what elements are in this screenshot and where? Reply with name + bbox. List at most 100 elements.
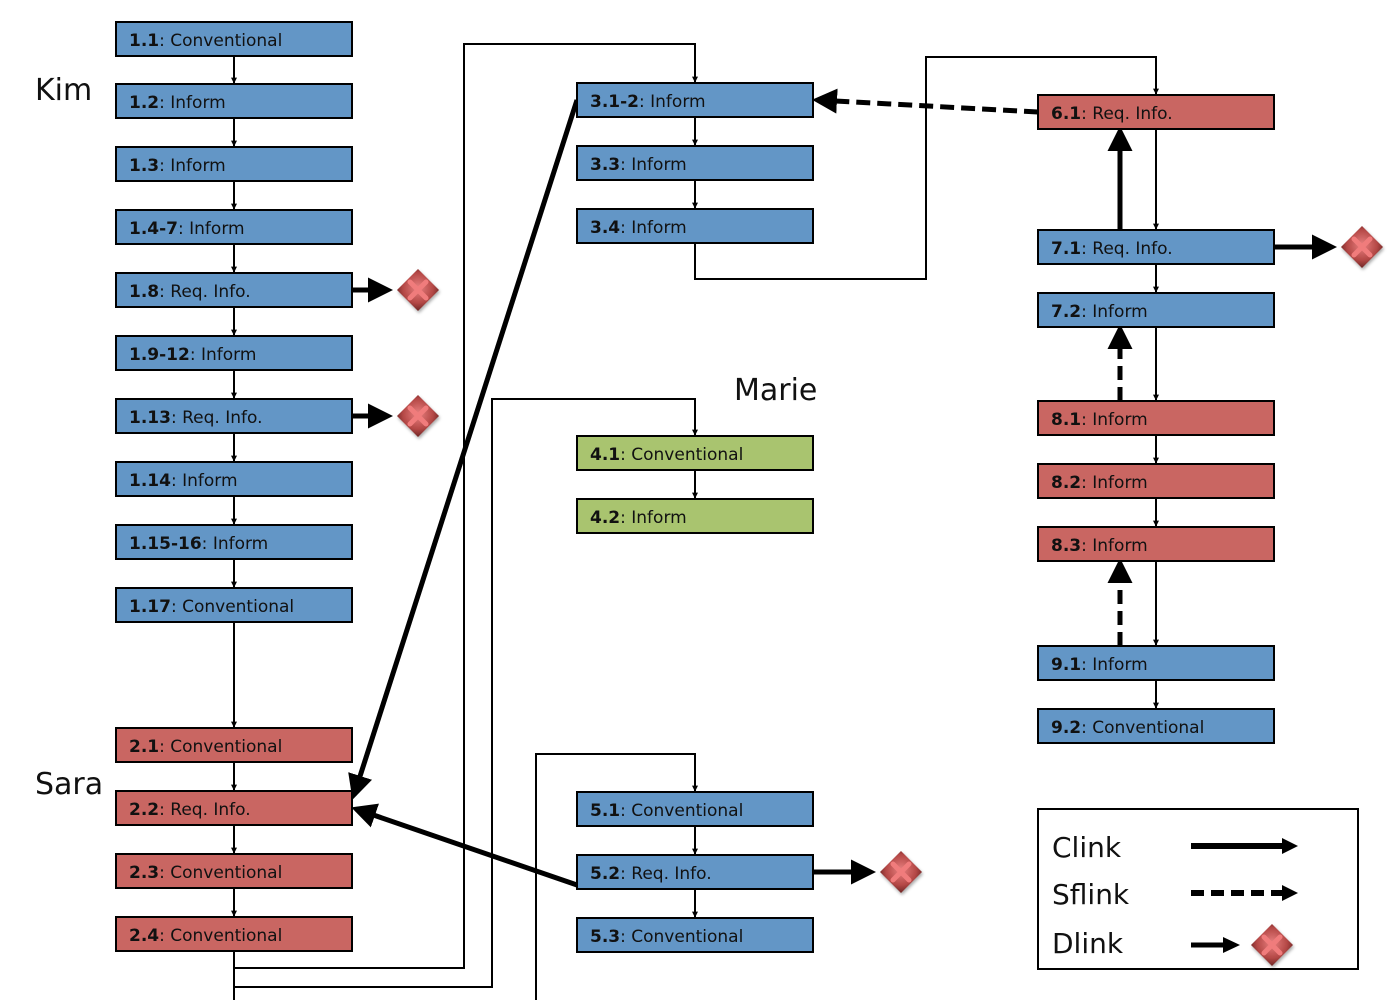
node-box: [115, 335, 353, 371]
legend-box: [1037, 808, 1359, 970]
node-id: 1.15-16: [129, 534, 202, 554]
node-separator: :: [159, 926, 170, 946]
node-type: Conventional: [182, 597, 294, 617]
dlink-x-icon: [397, 269, 439, 311]
node-id: 1.9-12: [129, 345, 190, 365]
node-type: Inform: [201, 345, 256, 365]
node-separator: :: [159, 93, 170, 113]
dlink-x-icon: [1251, 924, 1293, 966]
node-id: 2.3: [129, 863, 159, 883]
node-separator: :: [190, 345, 201, 365]
node-5-3: 5.3: Conventional: [576, 917, 814, 953]
node-id: 1.1: [129, 31, 159, 51]
node-id: 2.2: [129, 800, 159, 820]
node-1-13: 1.13: Req. Info.: [115, 398, 353, 434]
node-id: 5.2: [590, 864, 620, 884]
sflink-arrow: [812, 88, 1039, 115]
node-id: 3.1-2: [590, 92, 639, 112]
node-1-17: 1.17: Conventional: [115, 587, 353, 623]
clink-arrow: [348, 99, 580, 800]
node-box: [576, 208, 814, 244]
node-id: 1.17: [129, 597, 171, 617]
node-separator: :: [620, 927, 631, 947]
thread-connector: [233, 753, 695, 1000]
node-box: [115, 209, 353, 245]
node-1-2: 1.2: Inform: [115, 83, 353, 119]
node-label: 9.1: Inform: [1051, 655, 1148, 675]
node-separator: :: [171, 597, 182, 617]
node-separator: :: [159, 31, 170, 51]
node-box: [1037, 94, 1275, 130]
node-label: 2.1: Conventional: [129, 737, 282, 757]
node-separator: :: [1081, 410, 1092, 430]
node-box: [115, 272, 353, 308]
node-type: Req. Info.: [1092, 104, 1172, 124]
legend-label-dlink: Dlink: [1052, 927, 1124, 960]
node-box: [115, 83, 353, 119]
node-label: 3.3: Inform: [590, 155, 687, 175]
node-box: [576, 917, 814, 953]
node-label: 3.1-2: Inform: [590, 92, 706, 112]
node-box: [1037, 400, 1275, 436]
node-label: 5.1: Conventional: [590, 801, 743, 821]
node-separator: :: [202, 534, 213, 554]
node-box: [576, 145, 814, 181]
node-separator: :: [171, 408, 182, 428]
node-label: 6.1: Req. Info.: [1051, 104, 1173, 124]
person-label-kim: Kim: [35, 73, 92, 108]
dlink-x-icon: [1341, 226, 1383, 268]
node-box: [115, 21, 353, 57]
node-separator: :: [159, 800, 170, 820]
clink-arrow: [351, 803, 578, 888]
node-box: [115, 461, 353, 497]
node-1-4-7: 1.4-7: Inform: [115, 209, 353, 245]
node-id: 4.2: [590, 508, 620, 528]
node-separator: :: [620, 155, 631, 175]
person-label-layer: Kim Sara Marie: [35, 73, 817, 802]
node-8-2: 8.2: Inform: [1037, 463, 1275, 499]
node-type: Inform: [631, 155, 686, 175]
node-2-1: 2.1: Conventional: [115, 727, 353, 763]
node-type: Inform: [213, 534, 268, 554]
connector-layer: [231, 43, 1159, 1000]
node-type: Inform: [1092, 536, 1147, 556]
node-9-2: 9.2: Conventional: [1037, 708, 1275, 744]
node-label: 2.2: Req. Info.: [129, 800, 251, 820]
legend-clink-arrowhead: [1282, 838, 1298, 854]
node-label: 1.14: Inform: [129, 471, 238, 491]
node-type: Inform: [189, 219, 244, 239]
node-type: Req. Info.: [631, 864, 711, 884]
node-type: Inform: [1092, 473, 1147, 493]
thread-connector: [233, 43, 698, 969]
node-type: Inform: [631, 508, 686, 528]
node-7-1: 7.1: Req. Info.: [1037, 229, 1275, 265]
node-box: [1037, 708, 1275, 744]
node-id: 3.3: [590, 155, 620, 175]
node-box: [1037, 526, 1275, 562]
node-type: Inform: [631, 218, 686, 238]
node-separator: :: [159, 737, 170, 757]
legend: Clink Sflink Dlink: [1037, 808, 1359, 970]
node-type: Conventional: [631, 927, 743, 947]
node-5-2: 5.2: Req. Info.: [576, 854, 814, 890]
node-type: Req. Info.: [1092, 239, 1172, 259]
node-separator: :: [159, 156, 170, 176]
node-box: [1037, 463, 1275, 499]
node-type: Inform: [650, 92, 705, 112]
node-id: 8.2: [1051, 473, 1081, 493]
node-id: 4.1: [590, 445, 620, 465]
node-type: Inform: [170, 156, 225, 176]
node-label: 1.13: Req. Info.: [129, 408, 262, 428]
node-7-2: 7.2: Inform: [1037, 292, 1275, 328]
node-box: [115, 727, 353, 763]
node-id: 2.4: [129, 926, 159, 946]
node-label: 2.4: Conventional: [129, 926, 282, 946]
node-box: [576, 82, 814, 118]
legend-label-sflink: Sflink: [1052, 878, 1130, 911]
node-label: 1.15-16: Inform: [129, 534, 268, 554]
node-separator: :: [171, 471, 182, 491]
node-separator: :: [1081, 302, 1092, 322]
node-label: 3.4: Inform: [590, 218, 687, 238]
node-type: Inform: [1092, 302, 1147, 322]
